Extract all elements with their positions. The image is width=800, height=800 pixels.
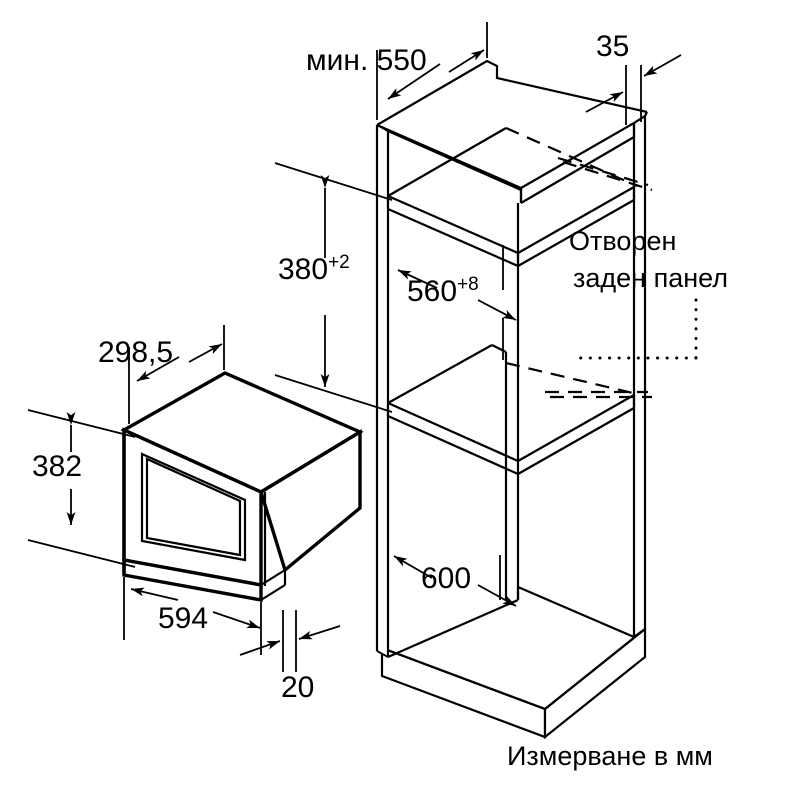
- cabinet-upper-shelf: [386, 126, 653, 268]
- cabinet-middle-shelf: [386, 344, 652, 476]
- cabinet-inner-right-panel: [516, 188, 523, 600]
- cabinet-left-side-panel: [375, 124, 390, 658]
- dimension-label-appliance-depth: 298,5: [98, 336, 173, 369]
- dimension-niche-depth: мин. 550: [306, 22, 488, 120]
- dimension-label-appliance-height: 382: [32, 450, 82, 483]
- dimension-niche-width: 600: [393, 555, 517, 607]
- dimension-appliance-height: 382: [27, 409, 136, 568]
- dimension-label-niche-top-offset: 35: [596, 30, 629, 63]
- cabinet-bottom-floor: [387, 585, 635, 659]
- dimension-appliance-width: 594: [123, 577, 262, 655]
- dimension-label-niche-inner-depth: 560+8: [407, 274, 479, 308]
- dimension-label-niche-width: 600: [421, 562, 471, 595]
- dimension-label-frame-thickness: 20: [281, 671, 314, 704]
- dimension-label-niche-depth: мин. 550: [306, 44, 427, 77]
- cabinet-plinth: [380, 626, 647, 740]
- dimension-label-appliance-width: 594: [158, 602, 208, 635]
- cabinet-inner-divider: [504, 253, 520, 600]
- microwave-appliance: [120, 371, 364, 603]
- dimension-frame-thickness: 20: [239, 610, 341, 704]
- cabinet-unit: [375, 59, 653, 740]
- note-open-back-panel: Отворен заден панел: [569, 226, 728, 360]
- units-caption: Измерване в мм: [507, 741, 713, 771]
- dimension-niche-top-offset: 35: [585, 30, 682, 125]
- cabinet-top-panel: [376, 59, 648, 204]
- note-line-2: заден панел: [573, 263, 728, 293]
- cabinet-right-side-panel: [632, 113, 647, 640]
- dimension-niche-inner-depth: 560+8: [397, 245, 517, 360]
- dimension-appliance-depth: 298,5: [98, 325, 225, 424]
- dimension-label-niche-height: 380+2: [278, 252, 350, 286]
- note-line-1: Отворен: [569, 226, 676, 256]
- dimension-niche-height: 380+2: [274, 162, 393, 413]
